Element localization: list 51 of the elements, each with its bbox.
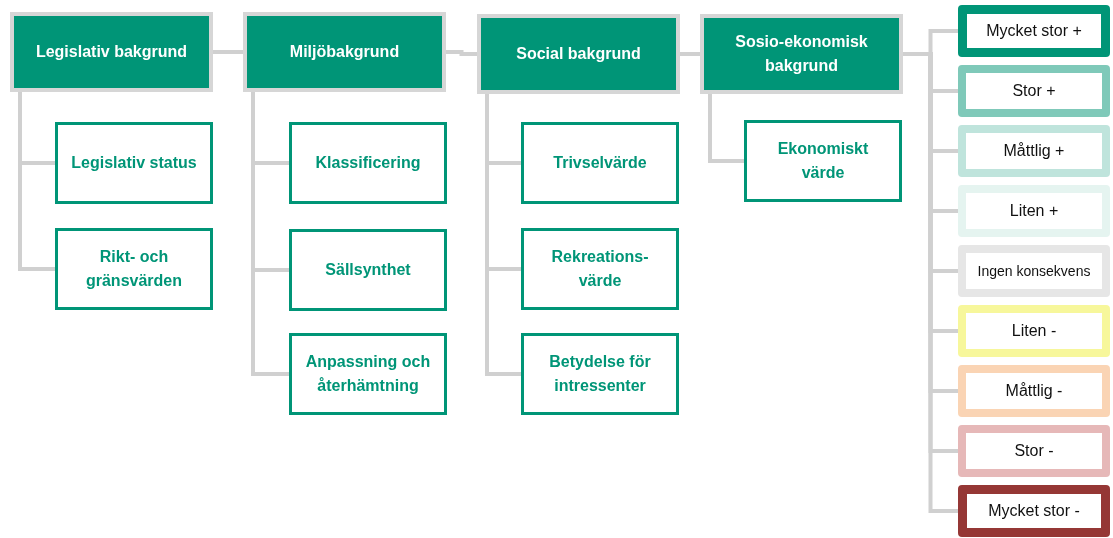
subcategory-box — [289, 122, 447, 204]
box-label: Liten + — [1009, 201, 1059, 221]
box-label: Rikt- och gränsvärden — [84, 247, 183, 291]
connector-line — [708, 94, 744, 163]
box-label: Ingen konsekvens — [977, 262, 1091, 280]
scale-box — [958, 125, 1110, 177]
box-label: Social bakgrund — [516, 44, 641, 64]
subcategory-box — [521, 122, 679, 204]
scale-box — [958, 65, 1110, 117]
subcategory-box — [289, 229, 447, 311]
scale-box — [958, 485, 1110, 537]
connector-line — [485, 94, 521, 376]
box-label: Sosio-ekonomisk bakgrund — [734, 32, 869, 76]
subcategory-box — [289, 333, 447, 415]
connector-line — [18, 92, 55, 271]
box-label: Ekonomiskt värde — [776, 139, 870, 183]
box-label: Miljöbakgrund — [289, 42, 400, 62]
box-label: Rekreations- värde — [550, 247, 650, 291]
box-label: Klassificering — [315, 153, 421, 173]
connector-line — [213, 50, 243, 54]
box-label: Måttlig - — [1005, 381, 1063, 401]
connector-line — [446, 50, 477, 56]
box-label: Legislativ status — [71, 153, 197, 173]
scale-box — [958, 5, 1110, 57]
scale-box — [958, 365, 1110, 417]
box-label: Trivselvärde — [553, 153, 647, 173]
scale-box — [958, 245, 1110, 297]
category-box — [10, 12, 213, 92]
box-label: Mycket stor - — [988, 501, 1080, 521]
subcategory-box — [55, 228, 213, 310]
category-box — [700, 14, 903, 94]
subcategory-box — [521, 228, 679, 310]
category-box — [243, 12, 446, 92]
connector-line — [680, 52, 700, 56]
box-label: Måttlig + — [1003, 141, 1065, 161]
box-label: Legislativ bakgrund — [35, 42, 188, 62]
box-label: Liten - — [1011, 321, 1057, 341]
box-label: Sällsynthet — [325, 260, 411, 280]
box-label: Stor - — [1014, 441, 1054, 461]
box-label: Stor + — [1012, 81, 1056, 101]
connector-line — [251, 92, 289, 376]
scale-box — [958, 305, 1110, 357]
box-label: Mycket stor + — [986, 21, 1082, 41]
box-label: Betydelse för intressenter — [548, 352, 652, 396]
scale-box — [958, 185, 1110, 237]
category-box — [477, 14, 680, 94]
subcategory-box — [55, 122, 213, 204]
scale-box — [958, 425, 1110, 477]
box-label: Anpassning och återhämtning — [304, 352, 432, 396]
subcategory-box — [744, 120, 902, 202]
subcategory-box — [521, 333, 679, 415]
